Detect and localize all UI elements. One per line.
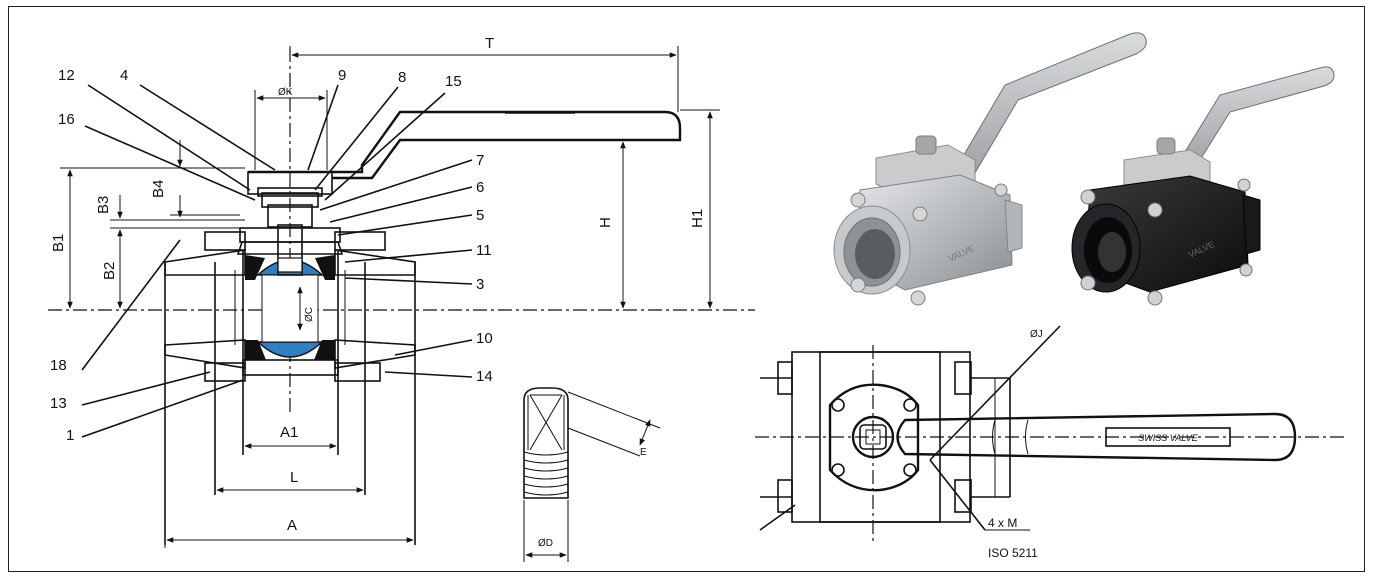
dim-label-A1: A1 — [280, 424, 298, 441]
part-label-13: 13 — [50, 395, 67, 412]
dim-label-T: T — [485, 35, 494, 52]
ball-lower — [256, 341, 324, 358]
valve-cross-section — [48, 46, 755, 548]
handle-brand-text: SWISS VALVE — [1138, 433, 1199, 443]
dim-label-OD: ØD — [538, 538, 553, 549]
part-label-3: 3 — [476, 276, 484, 293]
drawing-frame — [8, 6, 1365, 572]
dim-label-B4: B4 — [150, 180, 167, 198]
dim-label-B3: B3 — [95, 196, 112, 214]
dim-label-L: L — [290, 469, 298, 486]
part-label-11: 11 — [476, 242, 492, 259]
part-label-18: 18 — [50, 357, 67, 374]
part-label-9: 9 — [338, 67, 346, 84]
part-label-10: 10 — [476, 330, 493, 347]
dim-label-B1: B1 — [50, 234, 67, 252]
dim-label-OK: ØK — [278, 87, 293, 98]
part-label-4: 4 — [120, 67, 128, 84]
stem-assembly — [236, 171, 344, 276]
part-label-6: 6 — [476, 179, 484, 196]
part-label-7: 7 — [476, 152, 484, 169]
part-leaders — [81, 84, 473, 438]
part-label-1: 1 — [66, 427, 74, 444]
bolt-spec-label: 4 x M — [988, 516, 1017, 530]
dimension-labels: T ØK B4 B3 B1 B2 H H1 ØC A1 L A — [50, 35, 706, 534]
black-coated-valve-photo: VALVE — [1071, 66, 1335, 306]
iso-standard-label: ISO 5211 — [988, 546, 1038, 560]
top-view-handle — [896, 412, 1297, 462]
dim-label-B2: B2 — [101, 262, 118, 280]
stem-detail: E ØD — [523, 387, 661, 562]
part-label-12: 12 — [58, 67, 75, 84]
dim-label-OJ: ØJ — [1030, 329, 1043, 340]
part-label-8: 8 — [398, 69, 406, 86]
part-label-14: 14 — [476, 368, 493, 385]
valve-body — [164, 231, 416, 545]
part-label-16: 16 — [58, 111, 75, 128]
part-number-labels: 12 4 9 8 15 16 7 6 5 11 3 18 10 14 13 1 — [50, 67, 493, 444]
dim-label-H: H — [597, 217, 614, 228]
valve-top-view: SWISS VALVE ØJ 4 x M ISO 5211 — [755, 325, 1345, 560]
part-label-5: 5 — [476, 207, 484, 224]
dim-label-E: E — [640, 447, 647, 458]
handle-nameplate — [1105, 427, 1231, 447]
stainless-steel-valve-photo: VALVE — [833, 32, 1147, 306]
stem-threads — [523, 451, 569, 496]
dim-label-A: A — [287, 517, 297, 534]
part-label-15: 15 — [445, 73, 462, 90]
dim-label-OC: ØC — [304, 307, 315, 322]
dim-label-H1: H1 — [689, 209, 706, 228]
handle-lever — [248, 110, 682, 180]
